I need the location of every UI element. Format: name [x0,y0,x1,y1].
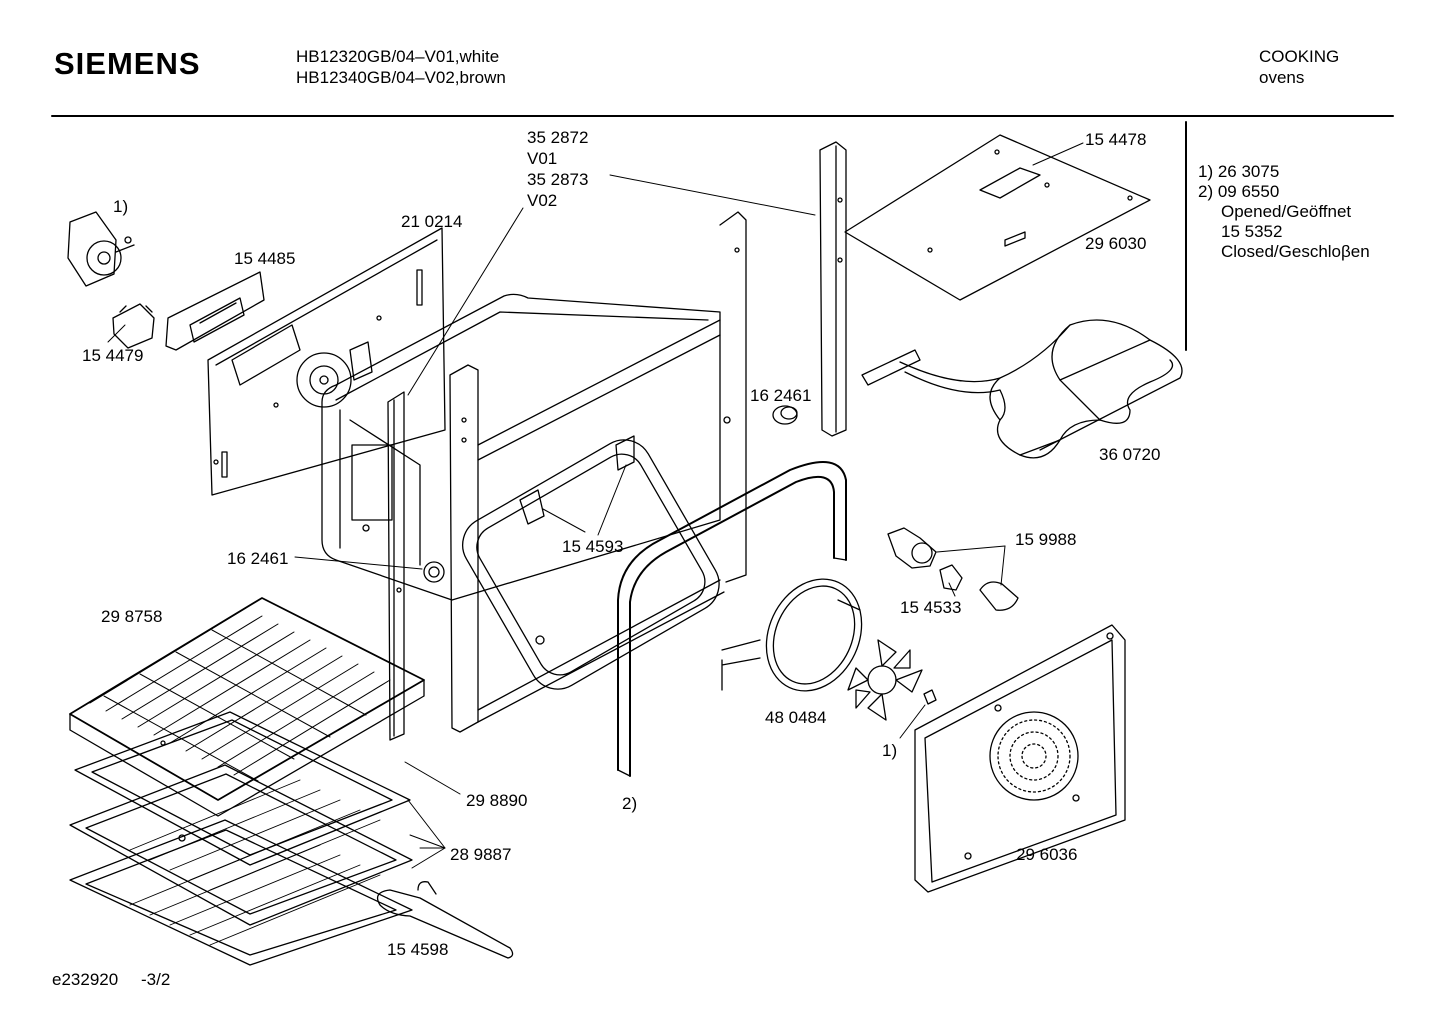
part-label-35-2872: 35 2872 [527,128,589,147]
page-indicator: -3/2 [141,970,171,989]
part-label-15-4598: 15 4598 [387,940,449,959]
note-line-1: 1) 26 3075 [1198,162,1280,181]
part-label-15-4485: 15 4485 [234,249,296,268]
note-line-5: Closed/Geschloβen [1221,242,1370,261]
part-label-16-2461-cap: 16 2461 [750,386,812,405]
model-line-1: HB12320GB/04–V01,white [296,47,500,66]
note-line-4: 15 5352 [1221,222,1283,241]
part-label-15-4478: 15 4478 [1085,130,1147,149]
small-components-drawing [113,272,264,350]
part-label-29-8758: 29 8758 [101,607,163,626]
leader-lines [108,143,1083,868]
wire-shelf-drawing [70,598,424,816]
part-label-28-9887: 28 9887 [450,845,512,864]
heating-element-drawing [862,320,1182,458]
oven-cavity-drawing [322,294,720,600]
door-seal-drawing [618,462,846,776]
part-label-21-0214: 21 0214 [401,212,463,231]
fan-motor-drawing [68,212,134,286]
part-label-48-0484: 48 0484 [765,708,827,727]
category-label: COOKING [1259,47,1340,66]
note-line-2: 2) 09 6550 [1198,182,1280,201]
rear-panel-drawing [208,228,445,495]
part-label-35-2873: 35 2873 [527,170,589,189]
caps-drawing [773,406,797,424]
side-rail-drawing [820,142,846,436]
part-label-29-8890: 29 8890 [466,791,528,810]
variant-label-v02: V02 [527,191,558,210]
lamp-assembly-drawing [888,528,1018,610]
note-marker-1-fan: 1) [882,741,898,760]
variant-label-v01: V01 [527,149,558,168]
part-label-15-4479: 15 4479 [82,346,144,365]
part-label-29-6030: 29 6030 [1085,234,1147,253]
trays-drawing [70,712,412,965]
subcategory-label: ovens [1259,68,1305,87]
part-label-15-9988: 15 9988 [1015,530,1077,549]
front-frame-drawing [388,212,746,740]
note-marker-1-motor: 1) [113,197,129,216]
part-label-15-4593: 15 4593 [562,537,624,556]
model-line-2: HB12340GB/04–V02,brown [296,68,506,87]
circular-element-drawing [722,563,879,706]
note-line-3: Opened/Geöffnet [1221,202,1352,221]
shelf-tool-drawing [378,882,513,958]
part-label-15-4533: 15 4533 [900,598,962,617]
part-label-36-0720: 36 0720 [1099,445,1161,464]
fan-cover-drawing [915,625,1125,892]
fan-blade-drawing [848,640,936,720]
grill-plate-drawing [845,135,1150,300]
part-label-16-2461-cavity: 16 2461 [227,549,289,568]
part-label-29-6036: 29 6036 [1016,845,1078,864]
brand-logo: SIEMENS [54,46,201,81]
document-id: e232920 [52,970,119,989]
note-marker-2-seal: 2) [622,794,638,813]
